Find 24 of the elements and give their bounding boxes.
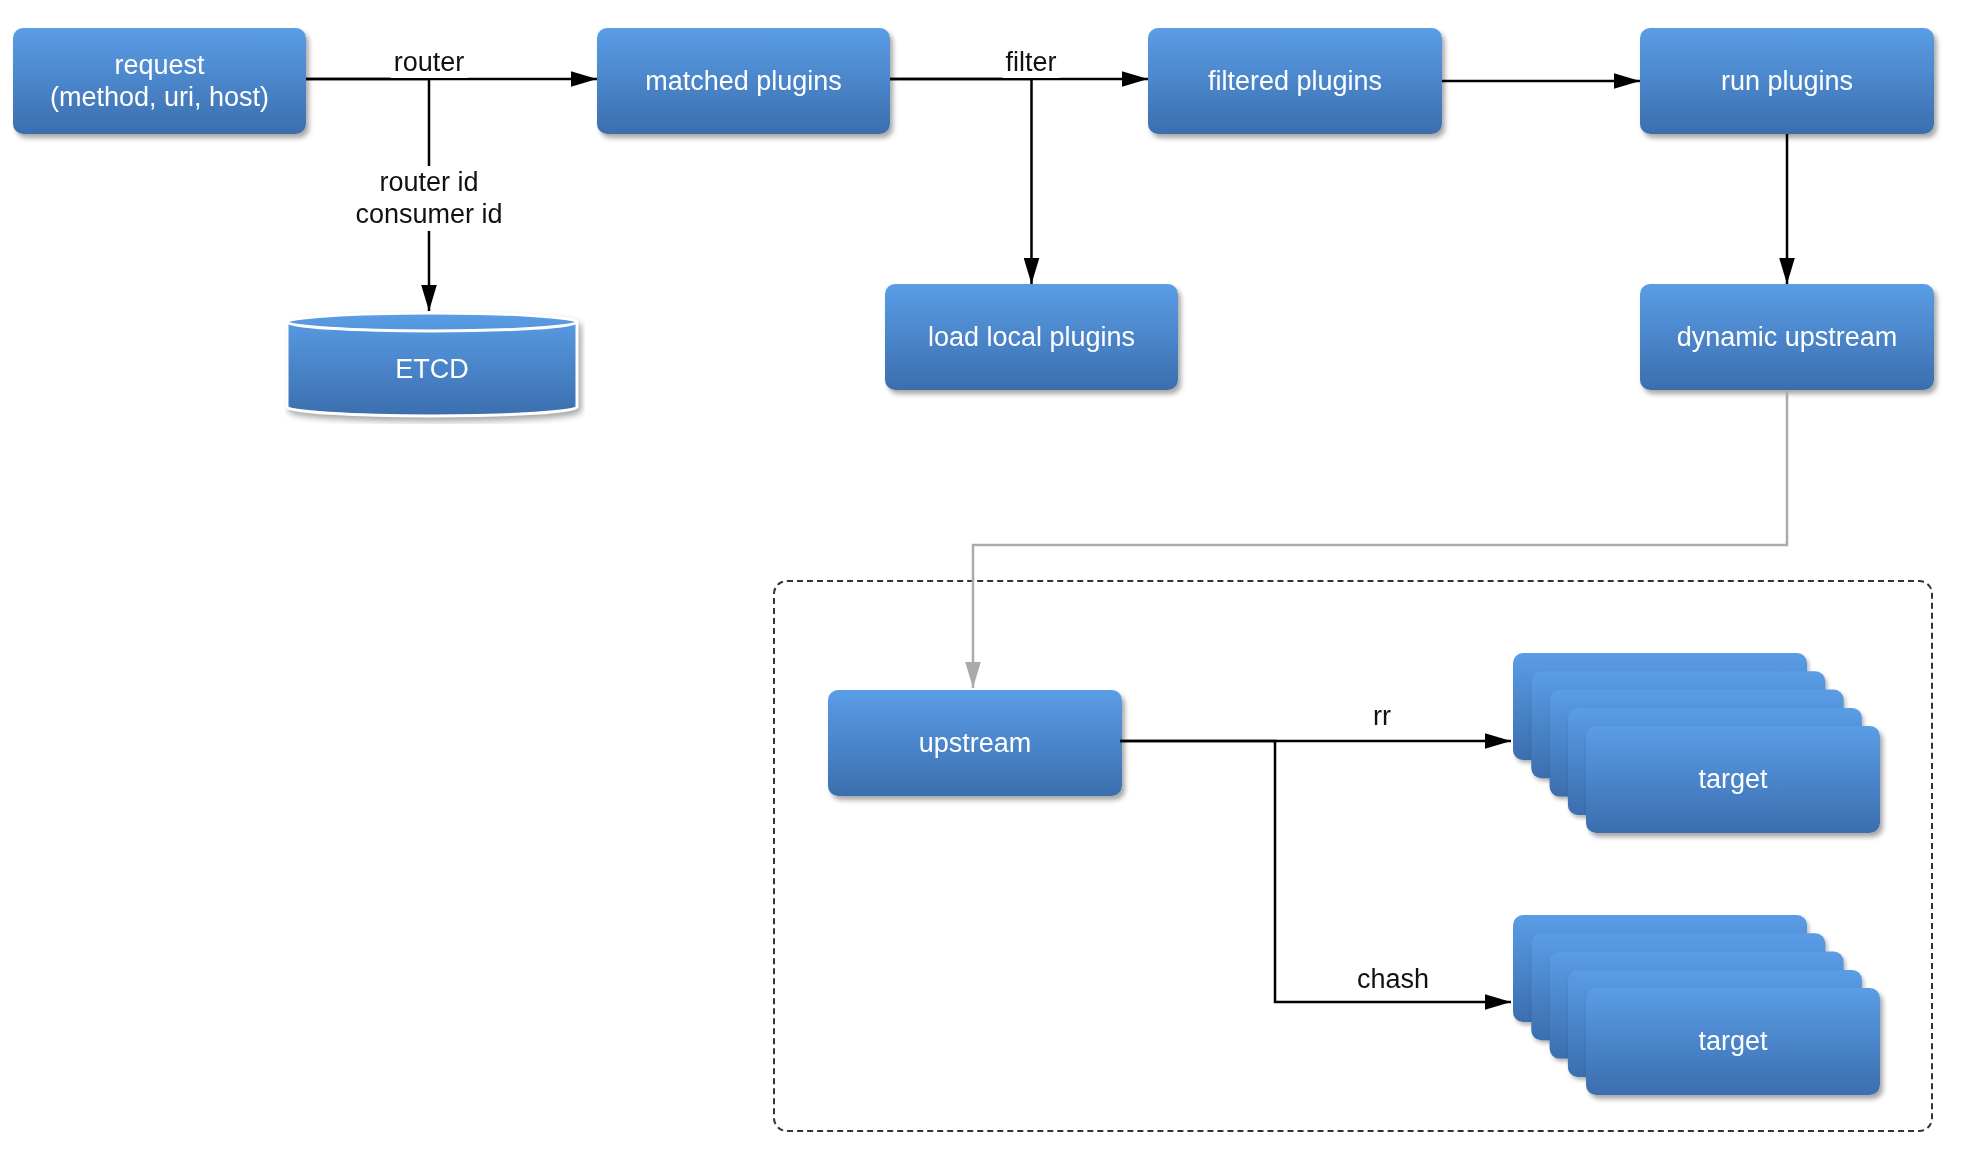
process-box [828,690,1122,796]
arrow [1779,134,1795,284]
process-box [13,28,306,134]
node-label: request [114,48,205,81]
dashed-group-frame [773,580,1933,1132]
node-label: load local plugins [927,320,1136,354]
node-label: filtered plugins [1207,64,1383,98]
arrow [1120,739,1511,1010]
node-label: target [1698,763,1768,796]
process-box [1148,28,1442,134]
arrow [1442,73,1640,89]
node-label: target [1698,1025,1768,1058]
process-box [885,284,1178,390]
node-label: dynamic upstream [1676,320,1898,354]
arrow [965,390,1789,688]
process-box [1640,284,1934,390]
node-label: ETCD [395,353,469,386]
node-label: upstream [918,726,1032,760]
node-label: matched plugins [645,64,842,98]
process-box [1640,28,1934,134]
arrow [890,77,1040,284]
process-box [597,28,890,134]
node-label: (method, uri, host) [49,81,270,114]
node-label: run plugins [1720,64,1854,98]
